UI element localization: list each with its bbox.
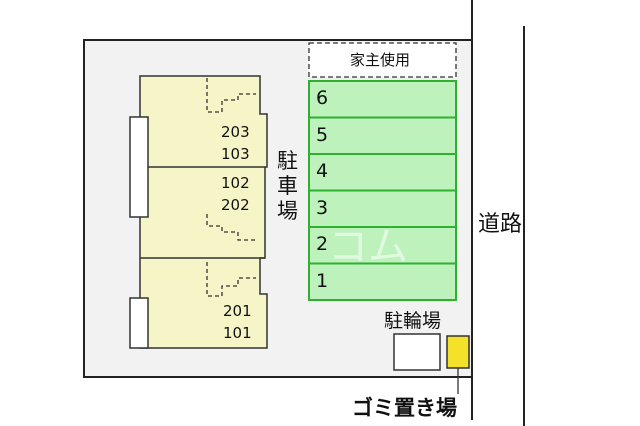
road-label: 道路 [478,212,523,237]
parking-slot-number-4: 4 [316,160,329,182]
parking-slot-2 [308,226,457,265]
parking-slot-number-1: 1 [316,269,329,292]
parking-slot-4 [308,153,457,192]
parking-slot-number-2: 2 [316,233,329,255]
owner-use-label: 家主使用 [350,51,411,69]
bicycle-parking-label: 駐輪場 [384,310,442,332]
parking-slot-number-6: 6 [316,87,329,109]
parking-slots [308,80,457,301]
parking-slot-6 [308,80,457,119]
stair-dashed-middle [206,214,256,241]
garbage-area-label: ゴミ置き場 [352,396,457,420]
unit-label-202: 202 [221,196,250,214]
parking-label-char-2: 車 [277,174,298,198]
parking-slot-5 [308,116,457,155]
balcony-bottom [129,297,149,349]
parking-slot-number-3: 3 [316,196,329,219]
parking-label-char-1: 駐 [277,149,298,173]
parking-slot-1 [308,262,457,301]
unit-label-103: 103 [221,145,250,163]
watermark-text: コム [328,224,408,270]
unit-label-101: 101 [223,324,252,342]
garbage-box [446,335,470,369]
parking-slot-number-5: 5 [316,123,329,146]
unit-label-102: 102 [221,174,250,192]
balcony-top [129,116,149,218]
parking-label-char-3: 場 [277,199,298,223]
unit-label-201: 201 [223,302,252,320]
stair-dashed-bottom [206,262,256,297]
bicycle-parking-box [393,333,441,371]
unit-label-203: 203 [221,123,250,141]
owner-use-area [308,42,457,78]
